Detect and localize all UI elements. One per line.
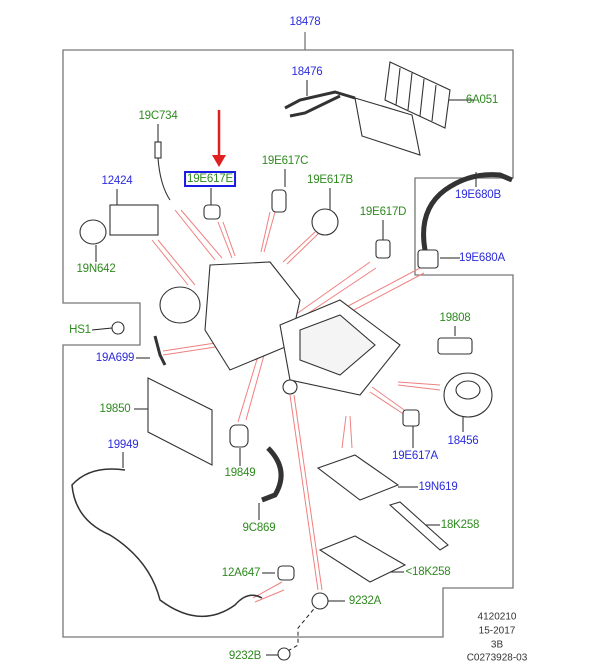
reference-code: 4120210 bbox=[477, 611, 517, 623]
sensor-19C734-part bbox=[154, 141, 162, 159]
assembly-frame bbox=[62, 32, 514, 638]
part-label-12A647[interactable]: 12A647 bbox=[221, 567, 261, 579]
grommet-9232A-part bbox=[311, 592, 329, 610]
harness-19949-part bbox=[71, 468, 263, 617]
illustration-number: C0273928-03 bbox=[466, 652, 528, 664]
part-label-18476[interactable]: 18476 bbox=[291, 66, 323, 78]
part-label-19808[interactable]: 19808 bbox=[439, 312, 471, 324]
part-label-19E617B[interactable]: 19E617B bbox=[307, 174, 353, 186]
part-label-19A699[interactable]: 19A699 bbox=[95, 352, 135, 364]
part-label-19E680B[interactable]: 19E680B bbox=[455, 189, 501, 201]
part-label-19N642[interactable]: 19N642 bbox=[76, 263, 116, 275]
part-label-9232A[interactable]: 9232A bbox=[348, 595, 382, 607]
part-label-18478[interactable]: 18478 bbox=[289, 16, 321, 28]
valve-19E680A-part bbox=[417, 249, 439, 269]
selection-arrow-icon bbox=[212, 110, 226, 167]
connector-12A647-part bbox=[277, 565, 295, 581]
part-label-9232B[interactable]: 9232B bbox=[228, 650, 262, 662]
part-label-19E617A[interactable]: 19E617A bbox=[392, 450, 438, 462]
part-label-19E617C[interactable]: 19E617C bbox=[261, 155, 309, 167]
part-label-19949[interactable]: 19949 bbox=[107, 439, 139, 451]
grommet-19N642-part bbox=[79, 219, 107, 245]
part-callout-stems bbox=[91, 80, 477, 656]
part-label-6A051[interactable]: 6A051 bbox=[465, 94, 499, 106]
part-label-9C869[interactable]: 9C869 bbox=[242, 522, 276, 534]
heater-grille-part bbox=[384, 61, 451, 129]
filter-19N619-part bbox=[316, 454, 400, 501]
pipe-19849-part bbox=[229, 424, 249, 448]
leader-lines bbox=[151, 209, 441, 603]
part-label-19849[interactable]: 19849 bbox=[224, 467, 256, 479]
pipe-19E680B-part bbox=[421, 172, 513, 251]
actuator-19E617A-part bbox=[402, 409, 420, 427]
seal-18K258-part bbox=[388, 501, 449, 551]
part-label-19E617E-selected[interactable]: 19E617E bbox=[184, 171, 236, 187]
drain-19A699-part bbox=[153, 335, 167, 366]
actuator-19E617E-part bbox=[203, 204, 221, 220]
part-label-19E617D[interactable]: 19E617D bbox=[359, 206, 407, 218]
reference-revision: 3B bbox=[490, 639, 504, 651]
hvac-housing-part bbox=[159, 261, 401, 396]
reference-date: 15-2017 bbox=[478, 625, 516, 637]
bracket-12424-part bbox=[109, 204, 159, 236]
part-label-18K258-frame[interactable]: <18K258 bbox=[405, 566, 451, 578]
part-label-HS1[interactable]: HS1 bbox=[69, 324, 91, 336]
part-label-19E680A[interactable]: 19E680A bbox=[459, 252, 505, 264]
heater-core-part bbox=[284, 90, 421, 156]
filter-frame-18K258-part bbox=[318, 535, 407, 583]
part-label-19C734[interactable]: 19C734 bbox=[138, 110, 178, 122]
actuator-19E617D-part bbox=[375, 239, 391, 259]
module-19808-part bbox=[437, 337, 473, 355]
part-label-18456[interactable]: 18456 bbox=[447, 435, 479, 447]
part-label-19850[interactable]: 19850 bbox=[99, 403, 131, 415]
blower-18456-part bbox=[443, 372, 493, 418]
screw-HS1-part bbox=[111, 321, 125, 335]
part-label-12424[interactable]: 12424 bbox=[101, 175, 133, 187]
pipe-9C869-part bbox=[261, 446, 284, 503]
evaporator-19850-part bbox=[147, 377, 213, 466]
part-label-19N619[interactable]: 19N619 bbox=[418, 481, 458, 493]
actuator-19E617B-part bbox=[311, 208, 339, 236]
actuator-19E617C-part bbox=[271, 189, 287, 213]
grommet-9232B-part bbox=[277, 647, 291, 661]
part-label-18K258[interactable]: 18K258 bbox=[440, 519, 480, 531]
